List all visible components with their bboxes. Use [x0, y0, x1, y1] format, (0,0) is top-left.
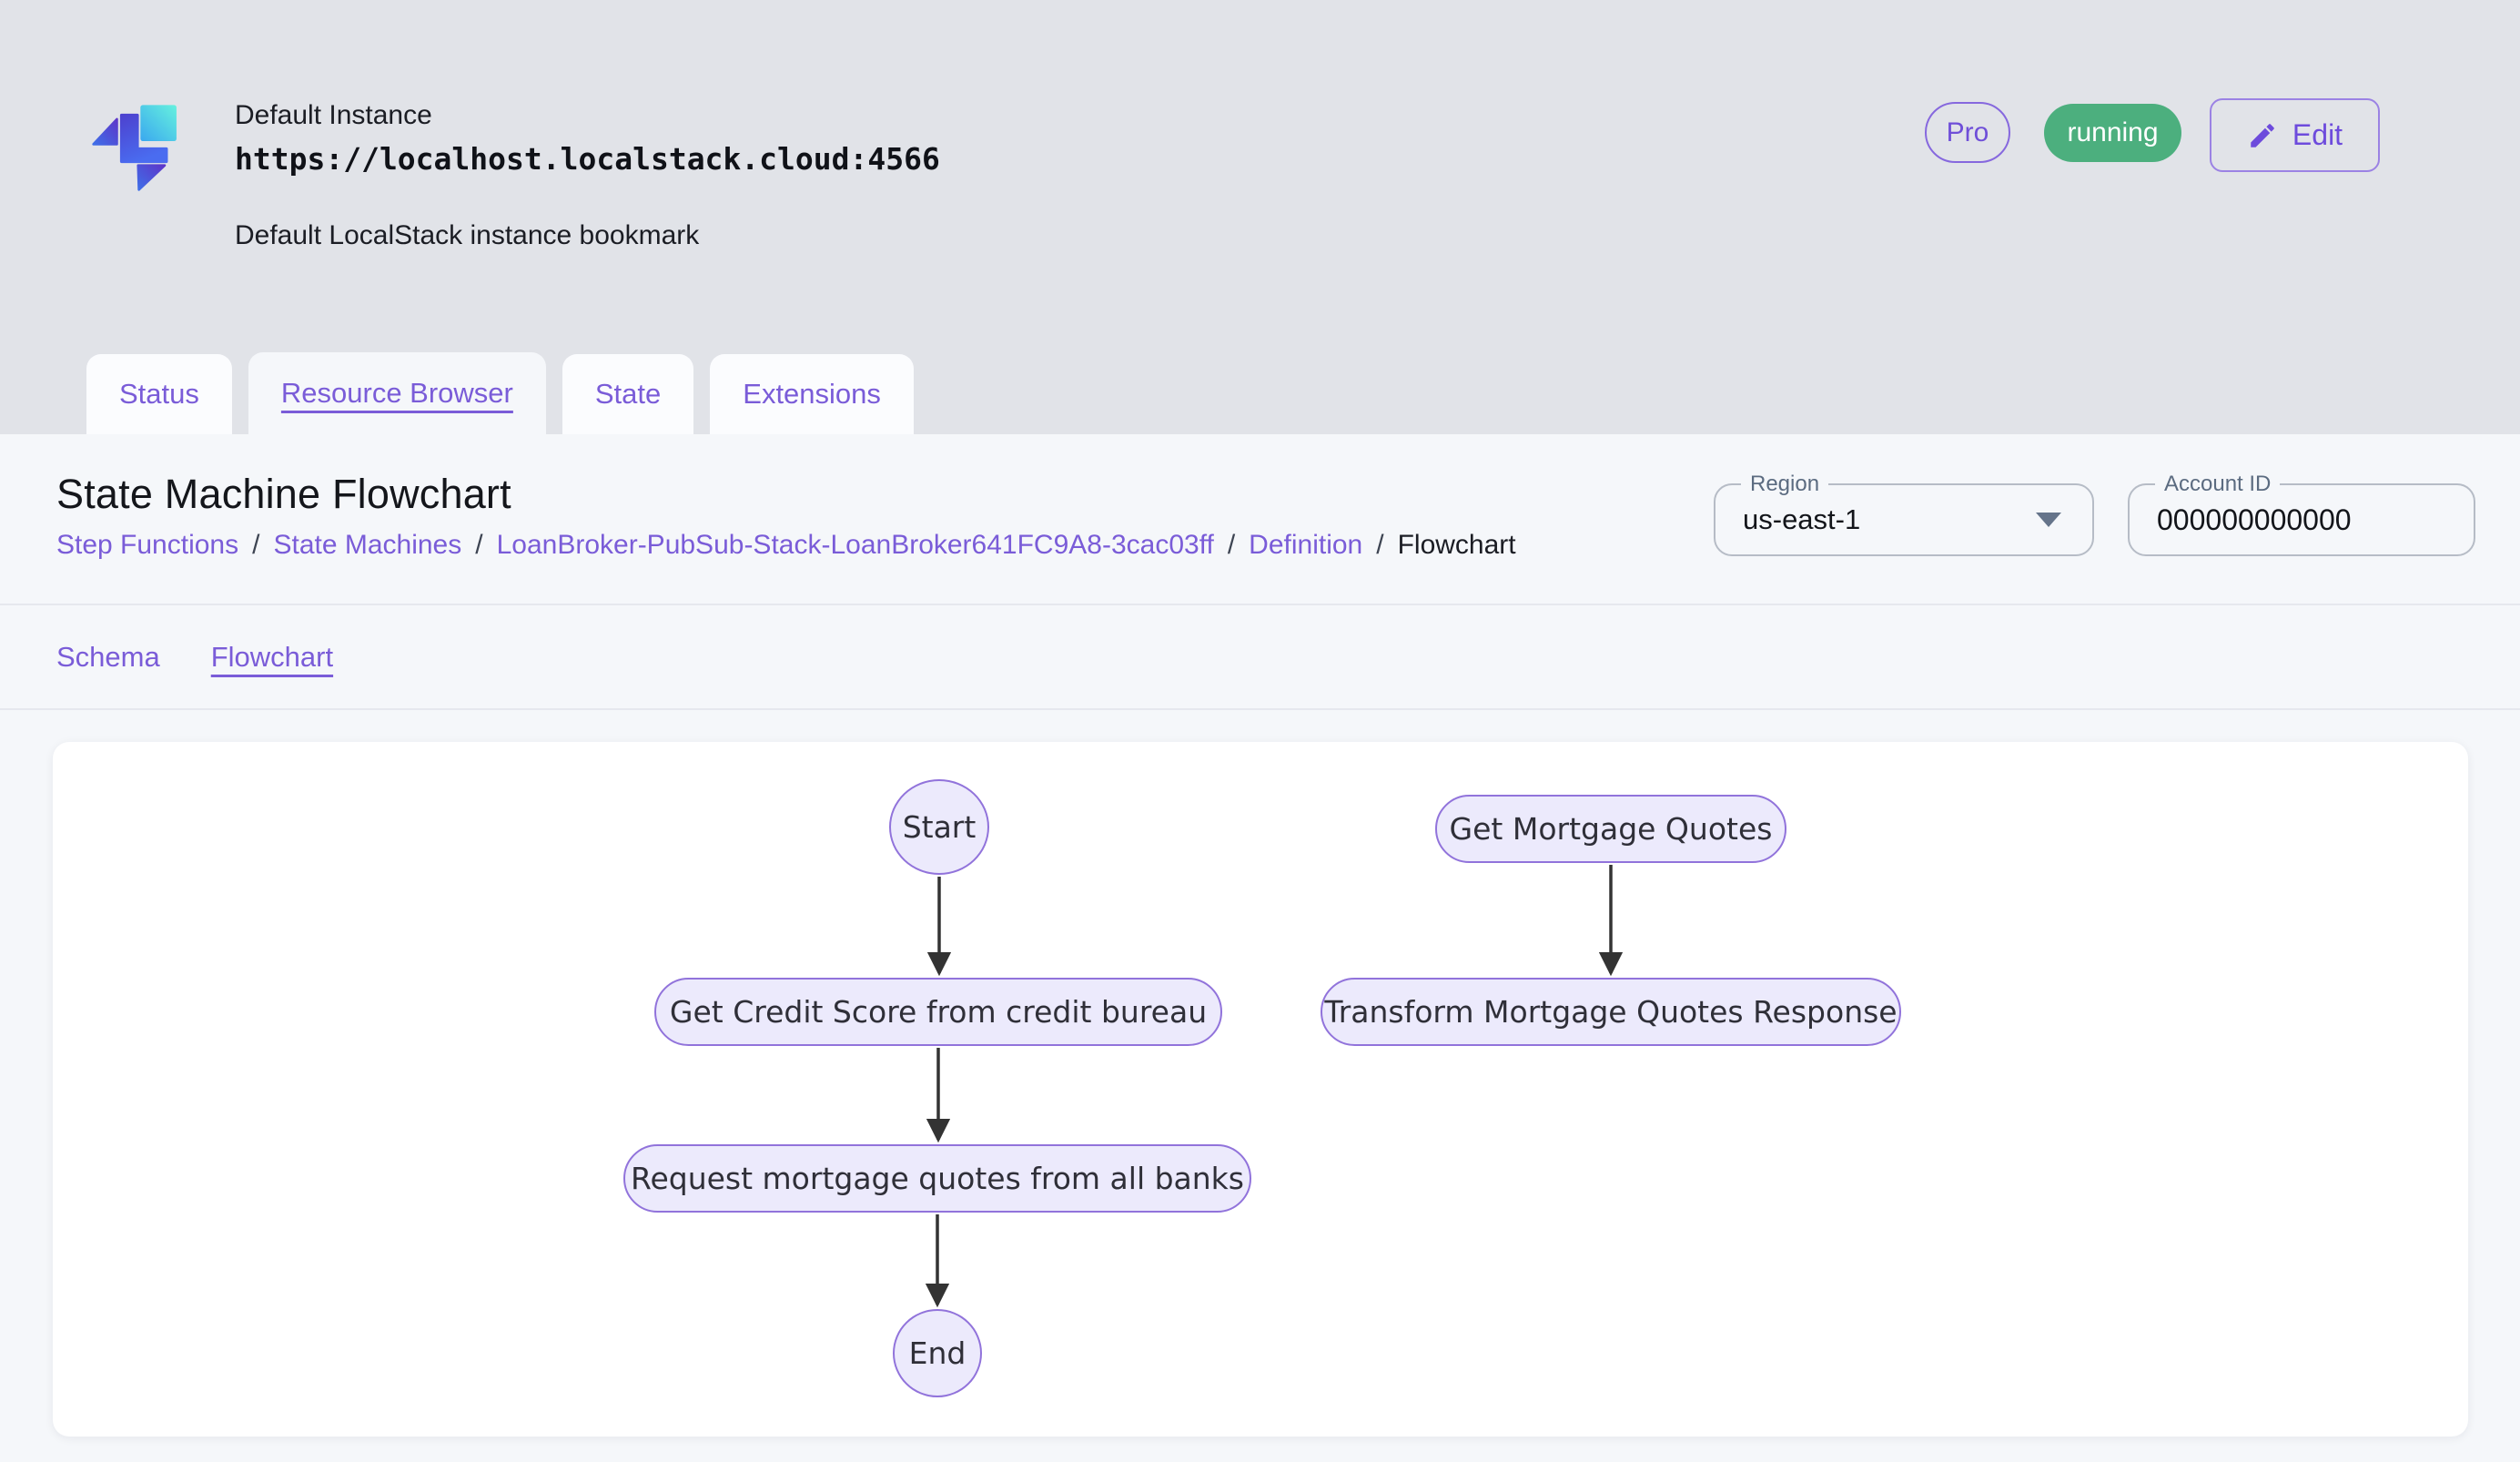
- subtabs-divider: [0, 708, 2520, 710]
- account-id-field: Account ID: [2128, 471, 2475, 556]
- instance-name: Default Instance: [235, 100, 432, 130]
- pencil-icon: [2251, 123, 2274, 147]
- edit-button-label: Edit: [2292, 118, 2343, 151]
- breadcrumb-separator: /: [252, 530, 260, 560]
- breadcrumb: Step Functions / State Machines / LoanBr…: [56, 530, 1516, 561]
- subtab-flowchart[interactable]: Flowchart: [210, 641, 334, 673]
- breadcrumb-definition[interactable]: Definition: [1249, 530, 1363, 560]
- flowchart-node-get-credit-score: Get Credit Score from credit bureau: [654, 978, 1222, 1046]
- flowchart-edges: [925, 865, 1624, 1308]
- chevron-down-icon: [2036, 513, 2061, 527]
- tab-extensions-label: Extensions: [743, 378, 881, 410]
- edit-button[interactable]: Edit: [2210, 98, 2380, 172]
- flowchart-node-get-mortgage-quotes: Get Mortgage Quotes: [1435, 795, 1786, 863]
- tab-status-label: Status: [119, 378, 199, 410]
- breadcrumb-separator: /: [1227, 530, 1236, 560]
- region-select[interactable]: Region us-east-1: [1714, 471, 2094, 556]
- pro-badge: Pro: [1925, 102, 2010, 163]
- breadcrumb-separator: /: [475, 530, 483, 560]
- flowchart-node-request-quotes: Request mortgage quotes from all banks: [623, 1144, 1251, 1213]
- region-select-value: us-east-1: [1743, 503, 1861, 535]
- tab-resource-browser[interactable]: Resource Browser: [248, 352, 546, 434]
- tab-resource-browser-label: Resource Browser: [280, 377, 513, 409]
- region-select-label: Region: [1741, 471, 1829, 498]
- flowchart-card: Start Get Credit Score from credit burea…: [53, 742, 2468, 1437]
- instance-header: Default Instance https://localhost.local…: [0, 0, 2520, 434]
- breadcrumb-state-machine-name[interactable]: LoanBroker-PubSub-Stack-LoanBroker641FC9…: [496, 530, 1214, 560]
- breadcrumb-step-functions[interactable]: Step Functions: [56, 530, 239, 560]
- page-title: State Machine Flowchart: [56, 471, 511, 517]
- tab-extensions[interactable]: Extensions: [710, 354, 914, 434]
- flowchart-node-transform-response: Transform Mortgage Quotes Response: [1321, 978, 1901, 1046]
- tab-status[interactable]: Status: [86, 354, 232, 434]
- subtab-schema[interactable]: Schema: [56, 641, 160, 673]
- instance-url: https://localhost.localstack.cloud:4566: [235, 141, 940, 177]
- running-status-badge: running: [2044, 104, 2181, 162]
- breadcrumb-current-flowchart: Flowchart: [1397, 530, 1516, 560]
- flowchart-node-start: Start: [889, 779, 989, 875]
- breadcrumb-separator: /: [1376, 530, 1384, 560]
- main-tabs: Status Resource Browser State Extensions: [86, 352, 914, 434]
- header-divider: [0, 604, 2520, 605]
- flowchart-node-end: End: [893, 1309, 982, 1397]
- tab-state-label: State: [594, 378, 662, 410]
- account-id-input[interactable]: [2130, 485, 2474, 554]
- breadcrumb-state-machines[interactable]: State Machines: [273, 530, 462, 560]
- tab-state[interactable]: State: [562, 354, 694, 434]
- definition-subtabs: Schema Flowchart: [56, 635, 333, 679]
- instance-description: Default LocalStack instance bookmark: [235, 220, 700, 250]
- localstack-logo-icon: [92, 105, 177, 191]
